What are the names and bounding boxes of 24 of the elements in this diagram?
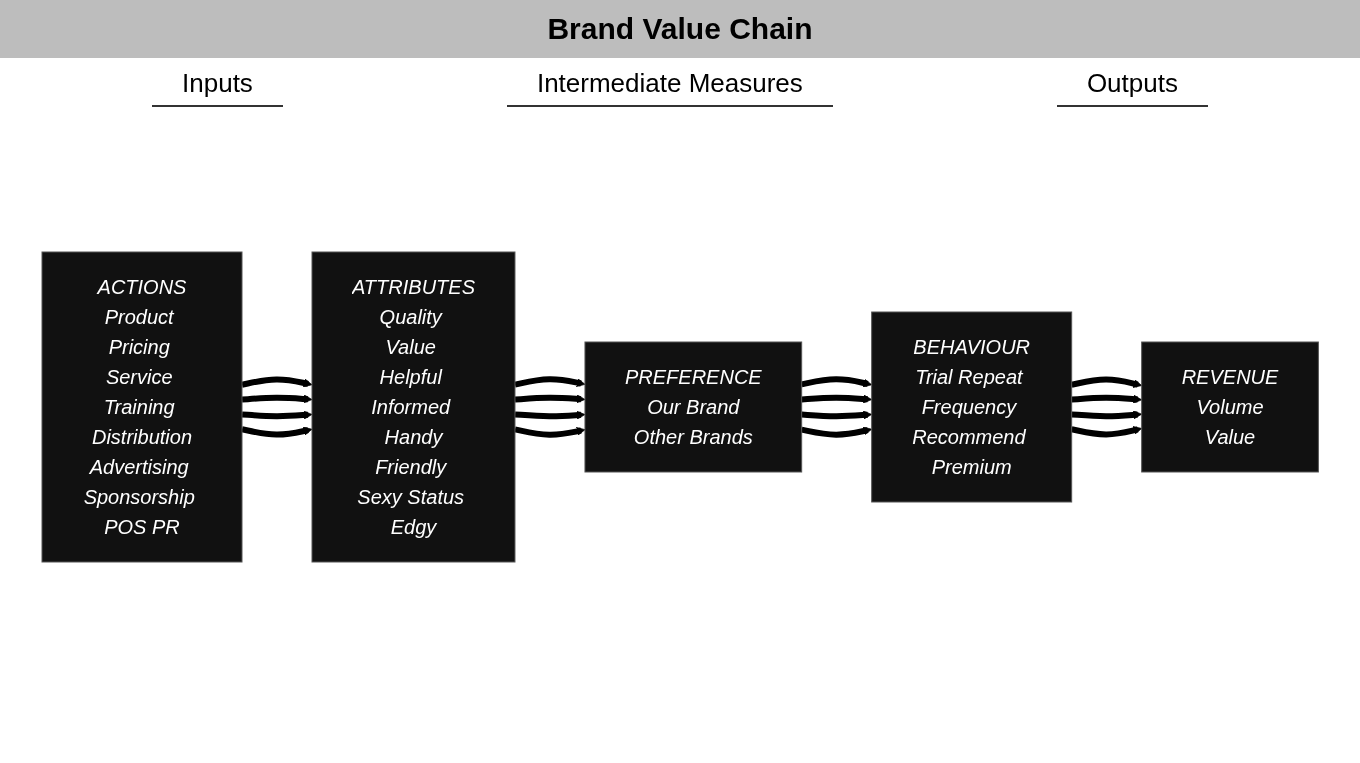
arrow (801, 394, 872, 404)
arrow (241, 376, 313, 388)
node-box: PREFERENCE Our Brand Other Brands (584, 341, 802, 473)
arrow (514, 376, 586, 388)
arrow (514, 394, 586, 404)
arrow (241, 394, 313, 404)
arrow (800, 426, 872, 438)
arrow (241, 426, 313, 438)
arrow (1070, 376, 1142, 388)
node-box: REVENUE Volume Value (1141, 341, 1319, 473)
arrow (800, 376, 872, 388)
arrow (514, 426, 586, 438)
group-label: Inputs (152, 68, 283, 107)
node-box: BEHAVIOUR Trial Repeat Frequency Recommend Premium (871, 311, 1072, 503)
arrow (1071, 394, 1142, 404)
arrow (514, 410, 586, 420)
title: Brand Value Chain (0, 0, 1360, 58)
group-label: Outputs (1056, 68, 1208, 107)
arrow (801, 410, 872, 420)
node-box: ACTIONS Product Pricing Service Training Distribution Advertising Sponsorship POS PR (41, 251, 243, 563)
arrow (1071, 410, 1142, 420)
group-label: Intermediate Measures (506, 68, 833, 107)
arrow (1070, 426, 1142, 438)
arrow (241, 410, 313, 420)
